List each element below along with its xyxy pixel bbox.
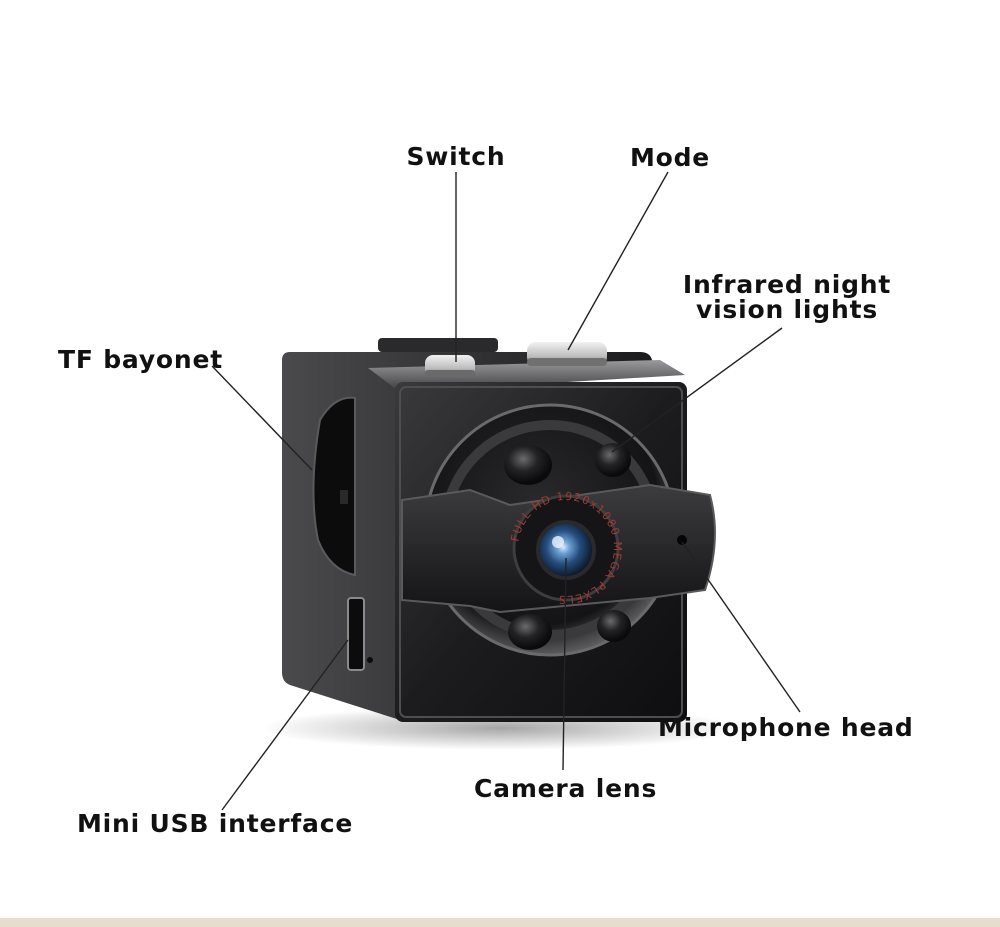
label-infrared-line2: vision lights — [695, 295, 879, 324]
switch-button — [378, 338, 498, 377]
tf-slot-recess — [312, 396, 356, 577]
label-mini-usb: Mini USB interface — [77, 809, 354, 838]
infrared-leds — [504, 443, 631, 650]
leader-mini-usb — [221, 639, 349, 811]
leader-camera-lens — [562, 557, 567, 771]
label-camera-lens: Camera lens — [474, 774, 658, 803]
leader-infrared — [611, 327, 783, 453]
leader-lines — [211, 171, 801, 811]
label-mode: Mode — [629, 143, 711, 172]
label-tf-bayonet: TF bayonet — [58, 345, 224, 374]
microphone-hole-icon — [677, 535, 687, 545]
leader-tf-bayonet — [211, 365, 313, 471]
leader-microphone — [681, 541, 801, 713]
label-infrared-line1: Infrared night — [682, 270, 892, 299]
tf-card-edge — [340, 490, 348, 504]
label-switch: Switch — [406, 142, 506, 171]
device-side-panel — [282, 352, 660, 720]
mode-button — [527, 342, 607, 366]
lens-highlight — [552, 536, 564, 548]
label-microphone: Microphone head — [658, 713, 914, 742]
leader-mode — [567, 171, 669, 351]
mini-usb-port-icon — [347, 597, 373, 671]
bottom-band — [0, 918, 1000, 927]
